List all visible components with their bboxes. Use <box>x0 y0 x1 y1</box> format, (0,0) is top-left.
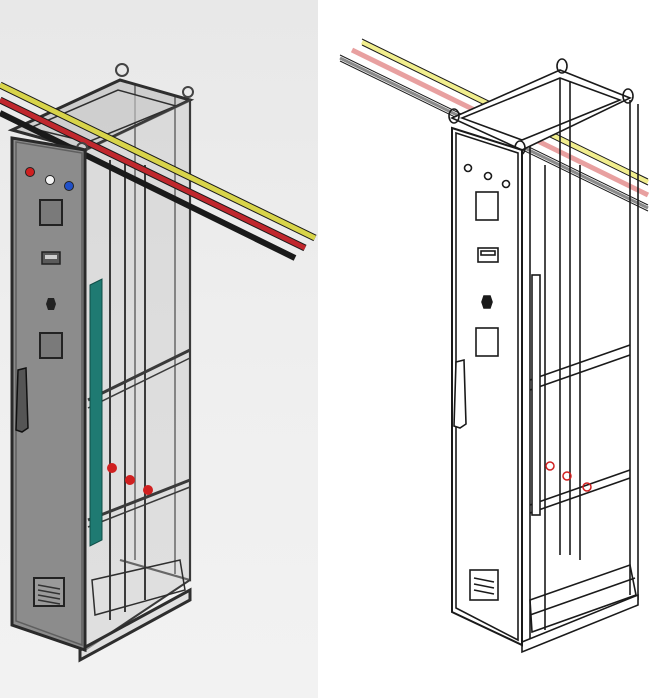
shaded-door <box>10 136 87 653</box>
line-cable-lugs <box>545 461 592 492</box>
shaded-meter-upper-icon <box>39 199 63 226</box>
indicator-red-icon <box>25 167 35 177</box>
line-meter-upper-icon <box>475 191 499 221</box>
line-indicator-2-icon <box>483 171 493 181</box>
shaded-cabinet <box>0 63 317 663</box>
indicator-white-icon <box>45 175 55 185</box>
line-indicator-3-icon <box>501 179 511 189</box>
line-mounting-plate <box>531 274 541 516</box>
shaded-busbars <box>0 81 317 261</box>
line-door <box>451 126 523 647</box>
line-switch-icon <box>481 295 493 309</box>
shaded-inner-posts <box>109 160 146 620</box>
mounting-plate <box>89 278 103 547</box>
shaded-cable-lugs <box>107 463 153 495</box>
shaded-meter-lower-icon <box>39 332 63 359</box>
indicator-lamps <box>25 167 74 191</box>
line-base <box>521 563 639 654</box>
line-indicator-1-icon <box>463 163 473 173</box>
shaded-vent-icon <box>33 577 65 607</box>
shaded-door-handle-icon <box>15 367 29 433</box>
shaded-base <box>78 559 192 663</box>
line-top-frame <box>450 69 632 151</box>
line-display-icon <box>477 247 499 263</box>
line-meter-lower-icon <box>475 327 499 357</box>
shaded-switch-icon <box>46 298 56 310</box>
line-door-handle-icon <box>453 358 467 429</box>
indicator-blue-icon <box>64 181 74 191</box>
line-vent-icon <box>469 569 499 601</box>
line-rails <box>529 344 631 514</box>
line-cabinet <box>339 38 650 654</box>
shaded-rails <box>87 348 191 528</box>
line-indicators <box>463 163 511 189</box>
